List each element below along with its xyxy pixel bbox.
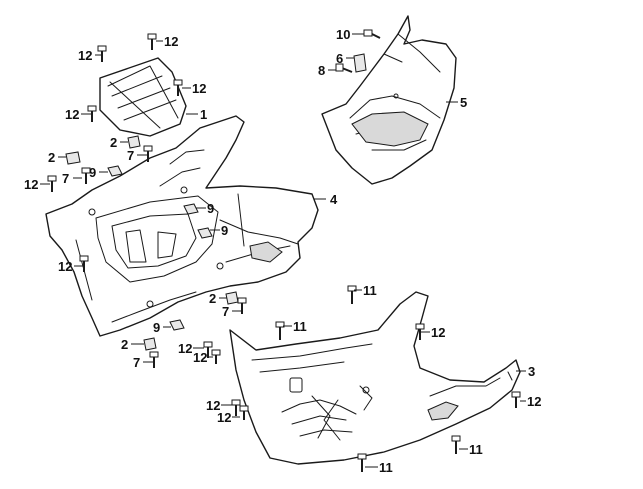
callout-12: 12 (193, 350, 207, 365)
leader-lines (40, 33, 526, 468)
callout-12: 12 (527, 394, 541, 409)
callout-7: 7 (222, 304, 229, 319)
callout-12: 12 (431, 325, 445, 340)
callout-2: 2 (48, 150, 55, 165)
floor-panel-left-side-part (45, 115, 319, 337)
front-upper-cover-part (99, 57, 187, 137)
callout-9: 9 (89, 165, 96, 180)
bolts-hardware (47, 29, 521, 472)
front-inner-cover-part (321, 15, 457, 185)
nut-clip-hardware (107, 165, 213, 331)
callout-labels: 12 12 12 12 1 2 7 2 12 7 9 9 9 12 4 10 6… (24, 27, 541, 475)
callout-11: 11 (293, 319, 307, 334)
callout-4: 4 (330, 192, 338, 207)
callout-3: 3 (528, 364, 535, 379)
callout-11: 11 (363, 283, 377, 298)
callout-12: 12 (206, 398, 220, 413)
clip-hardware (65, 135, 239, 351)
callout-8: 8 (318, 63, 325, 78)
callout-7: 7 (62, 171, 69, 186)
floor-panel-right-part (229, 291, 521, 465)
callout-9: 9 (221, 223, 228, 238)
callout-7: 7 (127, 148, 134, 163)
callout-1: 1 (200, 107, 207, 122)
callout-12: 12 (178, 341, 192, 356)
callout-12: 12 (65, 107, 79, 122)
callout-12: 12 (164, 34, 178, 49)
callout-12: 12 (192, 81, 206, 96)
callout-9: 9 (153, 320, 160, 335)
callout-6: 6 (336, 51, 343, 66)
callout-7: 7 (133, 355, 140, 370)
callout-5: 5 (460, 95, 467, 110)
callout-11: 11 (469, 442, 483, 457)
callout-11: 11 (379, 460, 393, 475)
callout-2: 2 (121, 337, 128, 352)
callout-12: 12 (217, 410, 231, 425)
callout-2: 2 (209, 291, 216, 306)
callout-12: 12 (58, 259, 72, 274)
callout-10: 10 (336, 27, 350, 42)
callout-9: 9 (207, 201, 214, 216)
callout-2: 2 (110, 135, 117, 150)
callout-12: 12 (24, 177, 38, 192)
callout-12: 12 (78, 48, 92, 63)
